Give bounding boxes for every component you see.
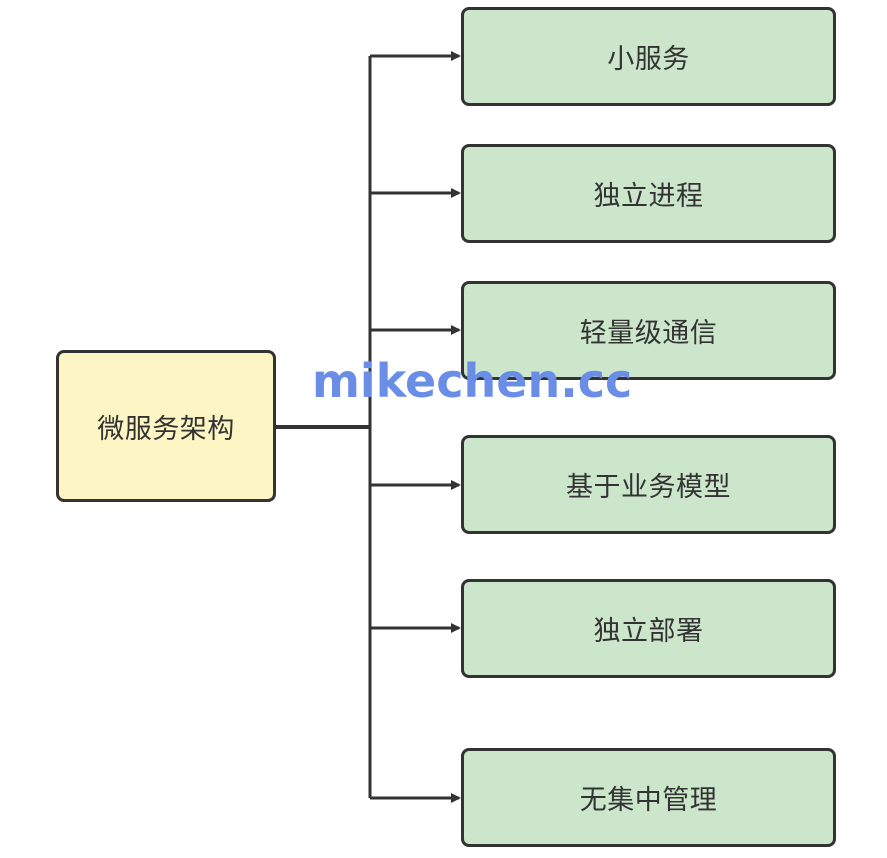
- watermark-text: mikechen.cc: [312, 354, 633, 408]
- child-node-label: 轻量级通信: [579, 318, 718, 349]
- child-node-decentralized-management: 无集中管理: [461, 748, 836, 847]
- child-node-label: 小服务: [607, 44, 690, 75]
- child-node-label: 独立部署: [593, 616, 704, 647]
- child-node-lightweight-communication: 轻量级通信: [461, 281, 836, 380]
- child-node-label: 基于业务模型: [566, 472, 731, 503]
- child-node-label: 独立进程: [593, 181, 704, 212]
- child-node-business-model: 基于业务模型: [461, 435, 836, 534]
- child-node-independent-process: 独立进程: [461, 144, 836, 243]
- child-node-label: 无集中管理: [579, 785, 718, 816]
- child-node-small-service: 小服务: [461, 7, 836, 106]
- child-node-independent-deployment: 独立部署: [461, 579, 836, 678]
- root-node-label: 微服务架构: [97, 413, 235, 445]
- root-node: 微服务架构: [56, 350, 276, 502]
